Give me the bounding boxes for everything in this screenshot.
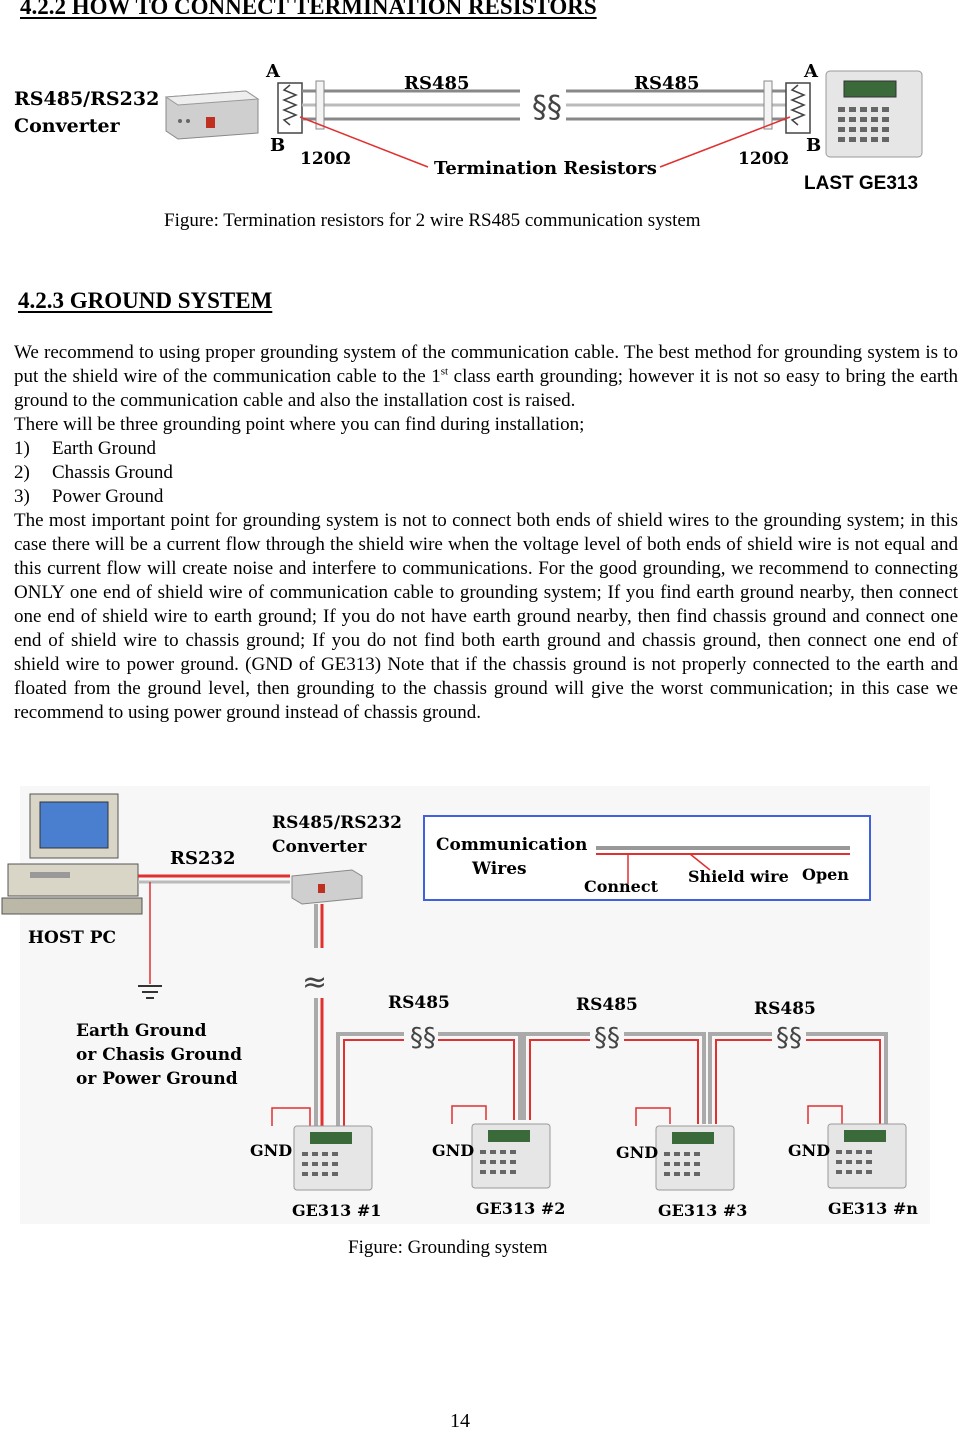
rs485-label-3: RS485 bbox=[754, 999, 816, 1019]
list-text: Earth Ground bbox=[52, 438, 156, 459]
gnd-label-2: GND bbox=[432, 1141, 474, 1160]
paragraph-1: We recommend to using proper grounding s… bbox=[14, 341, 958, 413]
last-device-label: LAST GE313 bbox=[804, 173, 918, 194]
figure-caption-grounding: Figure: Grounding system bbox=[348, 1237, 548, 1258]
cable-break-icon: ≈ bbox=[302, 965, 327, 1000]
resistor-value-right: 120Ω bbox=[738, 149, 789, 169]
connect-label: Connect bbox=[584, 877, 659, 896]
termination-resistors-label: Termination Resistors bbox=[434, 158, 657, 179]
earth-ground-label-2: or Chasis Ground bbox=[76, 1045, 242, 1065]
keypad-device-icon-n bbox=[827, 1123, 907, 1189]
terminal-b-right: B bbox=[806, 135, 821, 156]
list-text: Chassis Ground bbox=[52, 462, 173, 483]
section-422-title: 4.2.2 HOW TO CONNECT TERMINATION RESISTO… bbox=[20, 0, 597, 19]
earth-ground-icon bbox=[138, 985, 162, 999]
converter-device-icon bbox=[164, 90, 260, 140]
termination-resistors-figure: RS485/RS232 Converter A B §§ RS485 RS485… bbox=[14, 61, 923, 194]
rs485-label-right: RS485 bbox=[634, 73, 700, 94]
earth-ground-label-1: Earth Ground bbox=[76, 1021, 207, 1041]
open-label: Open bbox=[802, 865, 849, 884]
converter-device-icon bbox=[291, 869, 363, 905]
converter-label-line2: Converter bbox=[14, 115, 121, 137]
comm-wires-label-1: Communication bbox=[436, 835, 587, 855]
rs232-label: RS232 bbox=[170, 848, 236, 869]
keypad-device-icon-3 bbox=[655, 1125, 735, 1191]
host-pc-label: HOST PC bbox=[28, 928, 116, 948]
list-item: 1) Earth Ground bbox=[14, 437, 958, 461]
device-label-1: GE313 #1 bbox=[292, 1201, 381, 1220]
host-pc-icon bbox=[1, 793, 143, 915]
rs485-label-1: RS485 bbox=[388, 993, 450, 1013]
terminal-a-right: A bbox=[803, 61, 819, 82]
cable-break-icon: §§ bbox=[410, 1023, 436, 1053]
resistor-right-icon bbox=[790, 84, 806, 126]
keypad-device-icon bbox=[825, 70, 923, 158]
device-label-3: GE313 #3 bbox=[658, 1201, 747, 1220]
ground-system-body: We recommend to using proper grounding s… bbox=[14, 341, 958, 725]
paragraph-3: The most important point for grounding s… bbox=[14, 510, 958, 723]
gnd-label-1: GND bbox=[250, 1141, 292, 1160]
paragraph-1-part1: We recommend to using proper grounding s… bbox=[14, 342, 958, 387]
rs485-label-left: RS485 bbox=[404, 73, 470, 94]
list-number: 3) bbox=[14, 486, 30, 507]
keypad-device-icon-1 bbox=[293, 1125, 373, 1191]
page-number: 14 bbox=[450, 1410, 470, 1432]
figure-caption-termination: Figure: Termination resistors for 2 wire… bbox=[164, 210, 701, 231]
cable-break-icon: §§ bbox=[776, 1023, 802, 1053]
ordinal-superscript: st bbox=[440, 365, 449, 378]
terminal-b-left: B bbox=[270, 135, 285, 156]
list-text: Power Ground bbox=[52, 486, 164, 507]
list-number: 1) bbox=[14, 438, 30, 459]
comm-wires-label-2: Wires bbox=[471, 859, 527, 879]
cable-break-icon: §§ bbox=[594, 1023, 620, 1053]
shield-wire-label: Shield wire bbox=[688, 867, 789, 886]
device-label-n: GE313 #n bbox=[828, 1199, 918, 1218]
section-423-title: 4.2.3 GROUND SYSTEM bbox=[18, 288, 273, 313]
gnd-label-3: GND bbox=[616, 1143, 658, 1162]
list-item: 2) Chassis Ground bbox=[14, 461, 958, 485]
resistor-value-left: 120Ω bbox=[300, 149, 351, 169]
keypad-device-icon-2 bbox=[471, 1123, 551, 1189]
converter-label-1: RS485/RS232 bbox=[272, 813, 402, 833]
paragraph-2: There will be three grounding point wher… bbox=[14, 414, 585, 435]
rs485-label-2: RS485 bbox=[576, 995, 638, 1015]
earth-ground-label-3: or Power Ground bbox=[76, 1069, 238, 1089]
list-number: 2) bbox=[14, 462, 30, 483]
resistor-left-icon bbox=[282, 84, 298, 126]
list-item: 3) Power Ground bbox=[14, 485, 958, 509]
grounding-system-figure: HOST PC RS232 Earth Ground or Chasis Gro… bbox=[1, 786, 930, 1224]
converter-label-2: Converter bbox=[272, 837, 368, 857]
converter-label-line1: RS485/RS232 bbox=[14, 88, 159, 110]
terminal-a-left: A bbox=[265, 61, 281, 82]
paragraph-1-part2: class earth grounding; however it is not… bbox=[14, 366, 959, 411]
gnd-label-n: GND bbox=[788, 1141, 830, 1160]
cable-break-icon: §§ bbox=[532, 90, 562, 125]
device-label-2: GE313 #2 bbox=[476, 1199, 565, 1218]
